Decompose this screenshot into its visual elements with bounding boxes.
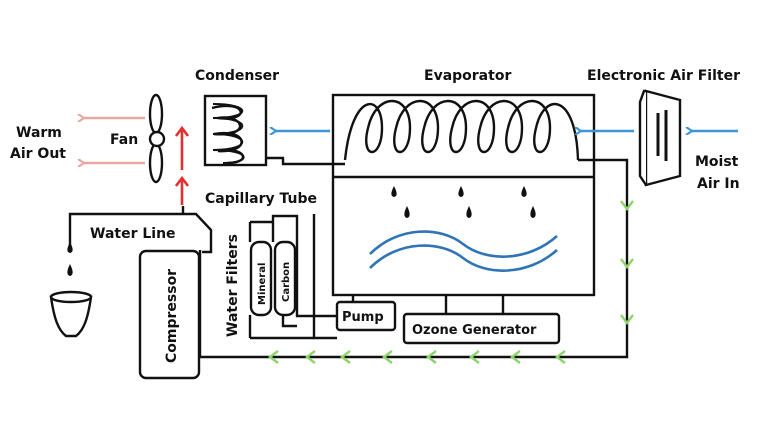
fan-label: Fan xyxy=(110,132,138,148)
water-drop-icon xyxy=(67,242,73,276)
condenser-unit xyxy=(203,94,268,167)
ozone-generator-label: Ozone Generator xyxy=(412,323,537,338)
mineral-label: Mineral xyxy=(257,263,268,305)
air-filter-label: Electronic Air Filter xyxy=(587,68,740,84)
ozone-generator-unit xyxy=(402,295,561,345)
pump-label: Pump xyxy=(342,310,384,325)
air-in-label: Air In xyxy=(697,176,740,192)
drain-flow-line xyxy=(200,158,629,359)
water-filter-mineral xyxy=(249,240,273,317)
warm-air-out-arrows xyxy=(84,118,145,163)
water-filters-label: Water Filters xyxy=(225,234,241,337)
hot-gas-arrows xyxy=(174,125,190,205)
air-filter-icon xyxy=(638,89,682,187)
refrigerant-lines xyxy=(266,156,611,166)
condenser-label: Condenser xyxy=(195,68,279,84)
water-waves xyxy=(369,230,558,272)
air-out-label: Air Out xyxy=(10,146,66,162)
water-line-label: Water Line xyxy=(90,226,176,242)
compressor-label: Compressor xyxy=(164,269,180,363)
water-droplets xyxy=(391,186,536,218)
carbon-label: Carbon xyxy=(281,262,292,302)
fan-icon xyxy=(148,93,166,184)
water-filter-carbon xyxy=(273,240,297,317)
warm-label: Warm xyxy=(16,125,62,141)
evaporator-label: Evaporator xyxy=(424,68,511,84)
moist-label: Moist xyxy=(695,154,739,170)
capillary-tube-label: Capillary Tube xyxy=(205,191,317,207)
flow-arrows xyxy=(268,200,634,364)
compressor-unit xyxy=(138,249,201,380)
cup-icon xyxy=(49,290,93,338)
